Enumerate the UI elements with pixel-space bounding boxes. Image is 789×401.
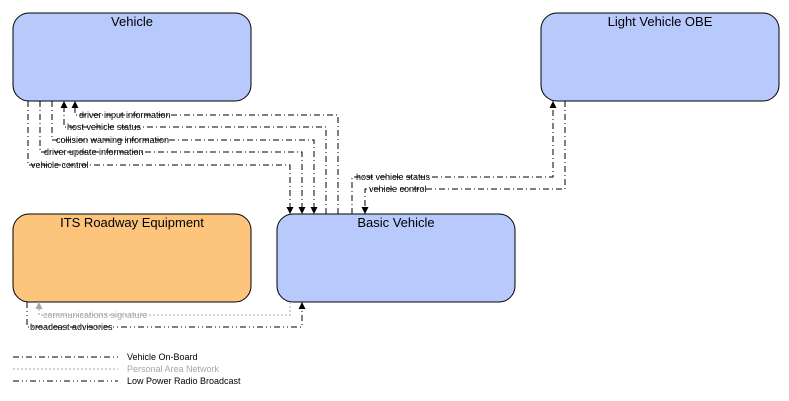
node-basic-vehicle-title: Basic Vehicle — [357, 215, 434, 230]
node-vehicle-box — [12, 12, 252, 102]
node-light-vehicle-obe[interactable]: Light Vehicle OBE — [540, 12, 780, 102]
flow-vehicle-control-1-line — [27, 101, 294, 214]
flow-label-vehicle-control-1: vehicle control — [31, 160, 89, 170]
flow-broadcast-advisories-line — [26, 302, 306, 328]
flow-label-communications-signature: communications signature — [43, 310, 148, 320]
node-its-roadway-equipment-box — [12, 213, 252, 303]
flow-broadcast-advisories[interactable] — [26, 302, 306, 328]
flow-label-vehicle-control-2: vehicle control — [369, 184, 427, 194]
flow-vehicle-control-1[interactable] — [27, 101, 294, 214]
flow-label-broadcast-advisories: broadcast advisories — [30, 322, 113, 332]
node-vehicle-title: Vehicle — [111, 14, 153, 29]
node-light-vehicle-obe-title: Light Vehicle OBE — [608, 14, 713, 29]
flow-host-vehicle-status-1-line — [60, 101, 327, 214]
flow-label-host-vehicle-status-1: host vehicle status — [67, 122, 142, 132]
node-its-roadway-equipment-title: ITS Roadway Equipment — [60, 215, 204, 230]
node-vehicle[interactable]: Vehicle — [12, 12, 252, 102]
flow-vehicle-control-2-line — [361, 101, 566, 214]
flow-label-host-vehicle-status-2: host vehicle status — [356, 172, 431, 182]
node-basic-vehicle[interactable]: Basic Vehicle — [276, 213, 516, 303]
flow-label-driver-update-information: driver update information — [44, 147, 144, 157]
flow-driver-update-information-line — [39, 101, 306, 214]
flow-driver-update-information[interactable] — [39, 101, 306, 214]
flow-host-vehicle-status-2[interactable] — [351, 101, 557, 214]
flow-collision-warning-information-line — [51, 101, 318, 214]
flow-host-vehicle-status-2-line — [351, 101, 557, 214]
node-light-vehicle-obe-box — [540, 12, 780, 102]
flow-driver-input-information[interactable] — [71, 101, 339, 214]
node-its-roadway-equipment[interactable]: ITS Roadway Equipment — [12, 213, 252, 303]
flow-label-driver-input-information: driver input information — [79, 110, 171, 120]
legend: Vehicle On-Board Personal Area Network L… — [13, 352, 241, 386]
flow-driver-input-information-line — [71, 101, 339, 214]
flow-label-collision-warning-information: collision warning information — [56, 135, 169, 145]
flow-host-vehicle-status-1[interactable] — [60, 101, 327, 214]
flow-vehicle-control-2[interactable] — [361, 101, 566, 214]
flow-collision-warning-information[interactable] — [51, 101, 318, 214]
node-basic-vehicle-box — [276, 213, 516, 303]
legend-label-personal-area-network: Personal Area Network — [127, 364, 220, 374]
legend-label-vehicle-on-board: Vehicle On-Board — [127, 352, 198, 362]
legend-label-low-power-radio-broadcast: Low Power Radio Broadcast — [127, 376, 241, 386]
